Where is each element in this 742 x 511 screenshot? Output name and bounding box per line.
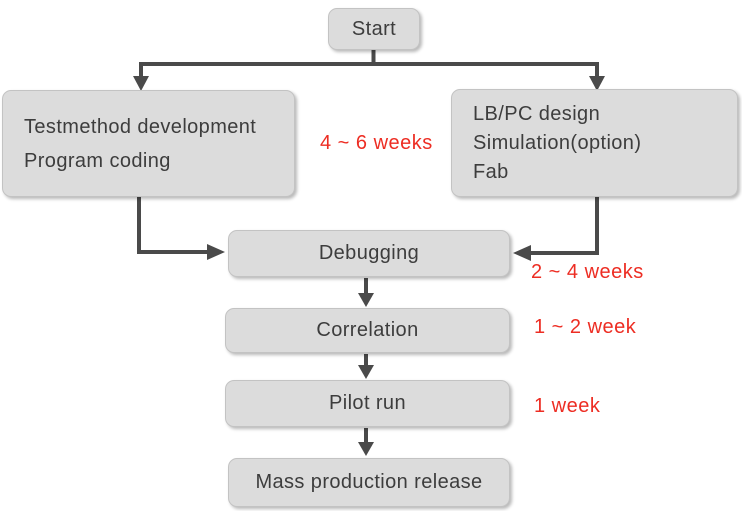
duration-label-correlation: 1 ~ 2 week [534,316,637,338]
node-mass-production-label: Mass production release [255,471,483,493]
node-debugging: Debugging [228,230,510,277]
connector-dev-to-debug [137,197,209,254]
node-design-line-1: LB/PC design [473,102,601,125]
arrowhead-to-pilot [358,365,374,379]
duration-label-branches: 4 ~ 6 weeks [320,132,433,154]
node-start: Start [328,8,420,50]
arrowhead-design-to-debug [513,245,531,261]
node-dev-line-1: Testmethod development [24,115,257,138]
duration-label-debugging: 2 ~ 4 weeks [531,261,644,283]
arrowhead-to-dev [133,76,149,91]
node-start-label: Start [351,17,397,40]
node-design-line-2: Simulation(option) [473,131,642,154]
arrowhead-dev-to-debug [207,244,225,260]
node-mass-production-release: Mass production release [228,458,510,507]
connector-design-to-debug [529,197,599,255]
arrowhead-to-mass [358,442,374,456]
connector-split-bar [139,62,599,78]
node-pilot-run-label: Pilot run [329,392,406,414]
node-dev-line-2: Program coding [24,149,171,172]
node-correlation: Correlation [225,308,510,353]
node-testmethod-development: Testmethod development Program coding [2,90,295,197]
duration-label-pilot-run: 1 week [534,395,601,417]
arrowhead-to-corr [358,293,374,307]
node-lbpc-design: LB/PC design Simulation(option) Fab [451,89,738,197]
node-correlation-label: Correlation [316,319,419,341]
node-design-line-3: Fab [473,160,509,183]
node-debugging-label: Debugging [318,242,420,264]
node-pilot-run: Pilot run [225,380,510,427]
